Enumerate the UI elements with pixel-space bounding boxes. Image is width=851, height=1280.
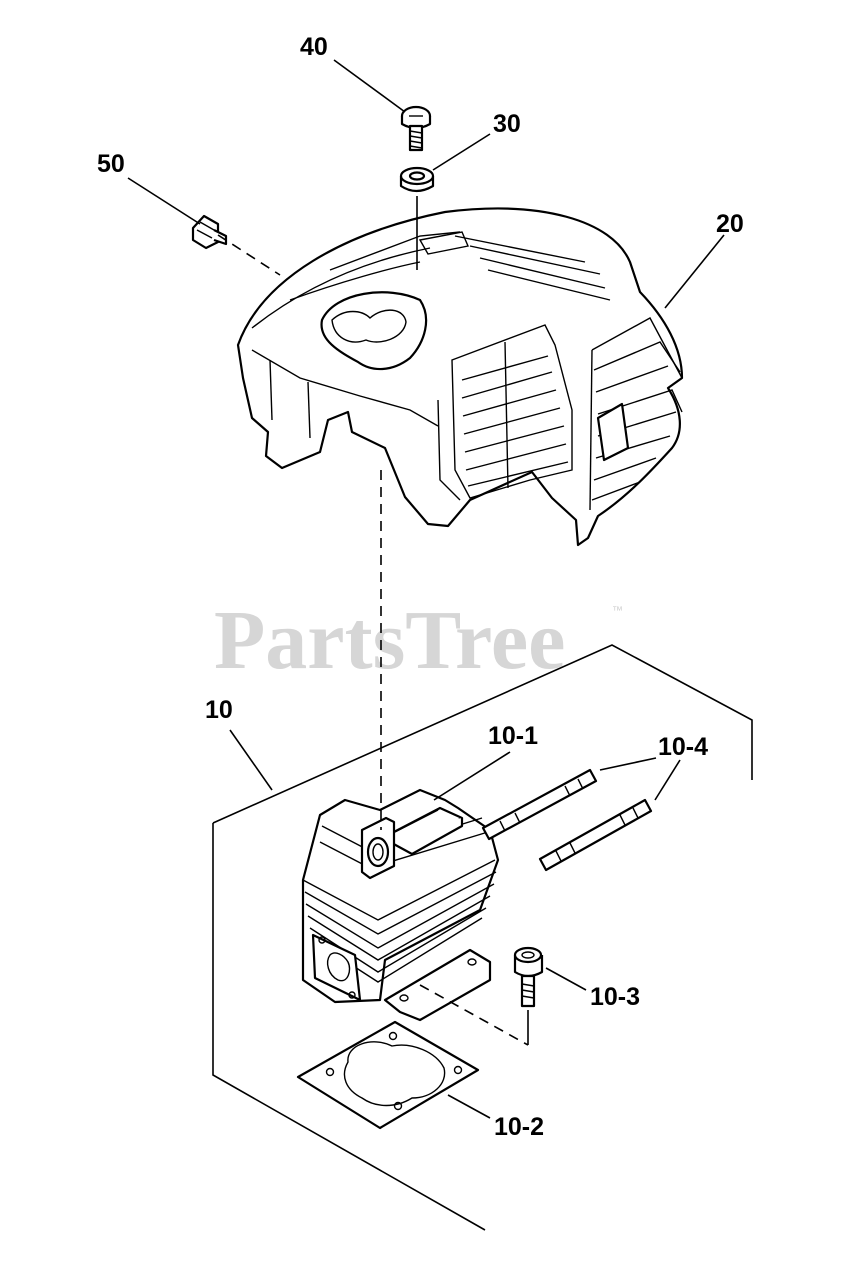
callout-10-2: 10-2 [494, 1113, 544, 1141]
callout-20: 20 [716, 210, 744, 238]
callout-10-3: 10-3 [590, 983, 640, 1011]
assembly-guide-lines [217, 196, 529, 1046]
bolt-10-3[interactable] [513, 946, 544, 1008]
cylinder-cover-20[interactable] [236, 207, 684, 547]
callout-leaders [127, 59, 725, 1119]
stud-10-4-upper[interactable] [481, 768, 598, 841]
callout-10-1: 10-1 [488, 722, 538, 750]
washer-30[interactable] [399, 166, 435, 193]
screw-40[interactable] [400, 105, 432, 152]
callout-50: 50 [97, 150, 125, 178]
gasket-10-2[interactable] [296, 1020, 480, 1130]
callout-10-4: 10-4 [658, 733, 708, 761]
callout-30: 30 [493, 110, 521, 138]
stud-10-4-lower[interactable] [538, 798, 653, 872]
assembly-10-outline [212, 644, 753, 1231]
watermark: PartsTree [214, 594, 565, 687]
callout-40: 40 [300, 33, 328, 61]
watermark-trademark: ™ [612, 605, 623, 617]
cylinder-10-1[interactable] [301, 788, 500, 1022]
grommet-50[interactable] [191, 214, 228, 250]
callout-10: 10 [205, 696, 233, 724]
